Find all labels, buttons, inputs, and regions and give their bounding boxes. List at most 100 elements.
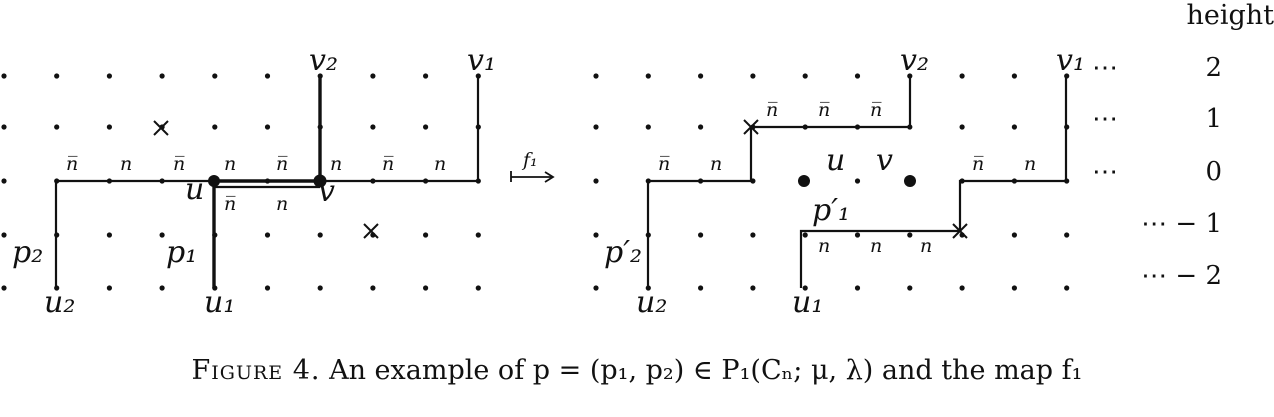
svg-text:n: n xyxy=(1024,153,1036,175)
lattice-dot xyxy=(1,178,7,184)
lattice-dot xyxy=(1,124,7,130)
caption-text: An example of p = (p₁, p₂) ∈ P₁(Cₙ; μ, λ… xyxy=(329,355,1083,386)
label-u-right: u xyxy=(826,143,845,178)
lattice-dot xyxy=(750,285,756,291)
lattice-dot xyxy=(212,124,218,130)
lattice-dot xyxy=(1011,124,1018,130)
lattice-dot xyxy=(959,124,965,130)
label-v2-right: v₂ xyxy=(900,43,929,78)
label-v1-left: v₁ xyxy=(467,43,496,78)
lattice-dot xyxy=(802,285,808,291)
label-v-left: v xyxy=(318,174,335,209)
lattice-dot xyxy=(1011,232,1018,238)
map-label-f1: f₁ xyxy=(521,149,538,171)
svg-text:n: n xyxy=(818,235,830,257)
label-u1-left: u₁ xyxy=(204,285,235,320)
lattice-dot xyxy=(106,73,112,79)
lattice-dot xyxy=(907,285,913,291)
label-v2-left: v₂ xyxy=(309,43,338,78)
svg-text:⋯: ⋯ xyxy=(1092,53,1118,83)
lattice-dot xyxy=(593,232,599,238)
lattice-dot xyxy=(854,232,861,238)
svg-text:n̅: n̅ xyxy=(766,99,778,121)
lattice-dot xyxy=(645,73,651,79)
label-p2: p₂ xyxy=(12,235,43,270)
label-p1: p₁ xyxy=(166,235,197,270)
lattice-dot xyxy=(423,232,429,238)
lattice-dot xyxy=(698,124,704,130)
svg-text:n: n xyxy=(120,153,132,175)
lattice-dot xyxy=(159,232,165,238)
path-p1-left xyxy=(212,77,322,288)
caption-prefix: Figure 4. xyxy=(191,355,321,386)
cross-mark-left-upper xyxy=(153,120,169,136)
label-v-right: v xyxy=(876,143,893,178)
lattice-dot xyxy=(159,73,165,79)
svg-text:n̅: n̅ xyxy=(818,99,830,121)
lattice-dot xyxy=(593,73,599,79)
right-step-labels-top: n̅ n̅ n̅ xyxy=(766,99,882,121)
lattice-dot xyxy=(159,285,165,291)
lattice-dot xyxy=(854,285,861,291)
lattice-dot xyxy=(1064,285,1070,291)
lattice-dot xyxy=(959,73,965,79)
lattice-dot xyxy=(1011,285,1018,291)
height-value-0: 0 xyxy=(1205,157,1222,187)
height-value-2: 2 xyxy=(1205,53,1222,83)
lattice-dot xyxy=(423,285,429,291)
lattice-dot xyxy=(750,232,756,238)
lattice-dot xyxy=(370,285,376,291)
label-p2-prime: p′₂ xyxy=(604,235,642,270)
cross-mark-left-lower xyxy=(363,223,379,239)
lattice-dot xyxy=(212,73,218,79)
lattice-dot xyxy=(593,285,599,291)
lattice-dot xyxy=(802,232,808,238)
right-step-labels-lower: n n n xyxy=(818,235,932,257)
lattice-dot xyxy=(698,285,704,291)
svg-text:n̅: n̅ xyxy=(972,153,984,175)
svg-text:n: n xyxy=(330,153,342,175)
right-vertices xyxy=(798,175,916,187)
left-cross-marks xyxy=(153,120,379,239)
height-value-1: 1 xyxy=(1205,104,1222,134)
lattice-dot xyxy=(1,73,7,79)
svg-text:n̅: n̅ xyxy=(870,99,882,121)
lattice-dot xyxy=(1011,73,1018,79)
lattice-dot xyxy=(907,73,913,79)
height-value-m2: ⋯ − 2 xyxy=(1141,261,1222,291)
svg-text:n̅: n̅ xyxy=(224,193,236,215)
height-header: height xyxy=(1186,0,1274,31)
lattice-dot xyxy=(423,73,429,79)
lattice-dot xyxy=(317,285,323,291)
lattice-dot xyxy=(370,124,376,130)
lattice-dot xyxy=(750,73,756,79)
height-value-m1: ⋯ − 1 xyxy=(1141,209,1222,239)
lattice-dot xyxy=(264,124,271,130)
svg-text:n: n xyxy=(870,235,882,257)
svg-text:n: n xyxy=(920,235,932,257)
lattice-dot xyxy=(593,178,599,184)
lattice-dot xyxy=(106,124,112,130)
lattice-dot xyxy=(54,73,60,79)
lattice-dot xyxy=(907,232,913,238)
left-paths xyxy=(54,77,480,288)
svg-text:n: n xyxy=(224,153,236,175)
lattice-dot xyxy=(1,285,7,291)
svg-text:n̅: n̅ xyxy=(173,153,185,175)
label-v1-right: v₁ xyxy=(1056,43,1085,78)
cross-mark-right-lower xyxy=(952,223,968,239)
lattice-dot xyxy=(264,232,271,238)
lattice-dot xyxy=(54,124,60,130)
lattice-dot xyxy=(593,124,599,130)
figure-caption: Figure 4. An example of p = (p₁, p₂) ∈ P… xyxy=(0,355,1274,386)
svg-text:n̅: n̅ xyxy=(382,153,394,175)
label-u-left: u xyxy=(185,172,204,207)
lattice-dot xyxy=(370,73,376,79)
svg-text:n: n xyxy=(276,193,288,215)
lattice-dot xyxy=(317,232,323,238)
path-p1-prime xyxy=(799,77,1068,288)
lattice-dot xyxy=(264,285,271,291)
lattice-dot xyxy=(106,232,112,238)
lattice-dot xyxy=(264,73,271,79)
